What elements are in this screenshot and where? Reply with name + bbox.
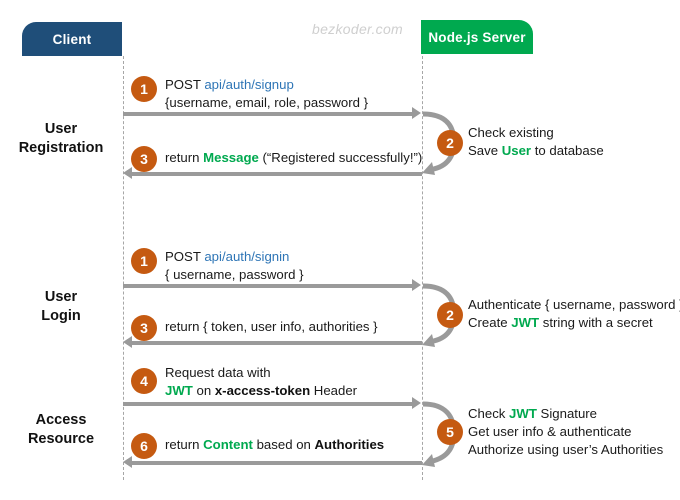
signup-method: POST [165, 77, 205, 92]
message-keyword: Message [203, 150, 259, 165]
message-signup-server-actions: Check existing Save User to database [468, 124, 604, 160]
step-badge-1-signup: 1 [131, 76, 157, 102]
arrowhead-resource-response [123, 456, 132, 468]
arrow-signin-request [123, 284, 413, 288]
arrow-signup-response [132, 172, 422, 176]
lifeline-server [422, 56, 423, 480]
section-label-user-registration: User Registration [18, 121, 104, 156]
step-badge-6-resource-response: 6 [131, 433, 157, 459]
check-existing-text: Check existing [468, 125, 554, 140]
message-signin-server-actions: Authenticate { username, password } Crea… [468, 296, 680, 332]
message-resource-request: Request data with JWT on x-access-token … [165, 364, 357, 400]
step-badge-3-signin-response: 3 [131, 315, 157, 341]
lifeline-client [123, 56, 124, 480]
get-user-info-text: Get user info & authenticate [468, 424, 632, 439]
step-badge-2-authenticate: 2 [437, 302, 463, 328]
actor-server-label: Node.js Server [428, 29, 526, 45]
message-signin-request: POST api/auth/signin { username, passwor… [165, 248, 304, 284]
actor-node-server: Node.js Server [421, 20, 533, 54]
save-user-text: Save User to database [468, 143, 604, 158]
signin-url: api/auth/signin [204, 249, 290, 264]
arrowhead-signup-request [412, 107, 421, 119]
create-jwt-text: Create JWT string with a secret [468, 315, 653, 330]
step-badge-3-signup-response: 3 [131, 146, 157, 172]
signup-payload: {username, email, role, password } [165, 95, 369, 110]
section-label-user-login: User Login [41, 289, 81, 324]
authorities-keyword: Authorities [314, 437, 385, 452]
arrowhead-signin-response [123, 336, 132, 348]
signup-url: api/auth/signup [204, 77, 294, 92]
arrow-resource-request [123, 402, 413, 406]
arrowhead-signup-response [123, 167, 132, 179]
arrow-signup-request [123, 112, 413, 116]
arrowhead-signin-request [412, 279, 421, 291]
signin-method: POST [165, 249, 205, 264]
message-resource-response: return Content based on Authorities [165, 437, 385, 452]
actor-client: Client [22, 22, 122, 56]
arrowhead-resource-request [412, 397, 421, 409]
message-signup-request: POST api/auth/signup {username, email, r… [165, 76, 368, 112]
authorize-text: Authorize using user’s Authorities [468, 442, 664, 457]
signin-payload: { username, password } [165, 267, 304, 282]
content-keyword: Content [203, 437, 253, 452]
check-jwt-signature-text: Check JWT Signature [468, 406, 598, 421]
step-badge-2-check-user: 2 [437, 130, 463, 156]
step-badge-5-check-jwt: 5 [437, 419, 463, 445]
message-signup-response: return Message (“Registered successfully… [165, 150, 423, 165]
authenticate-text: Authenticate { username, password } [468, 297, 680, 312]
request-data-text: Request data with [165, 365, 271, 380]
arrow-signin-response [132, 341, 422, 345]
step-badge-4-resource-request: 4 [131, 368, 157, 394]
arrow-resource-response [132, 461, 422, 465]
watermark: bezkoder.com [312, 21, 404, 37]
message-resource-server-actions: Check JWT Signature Get user info & auth… [468, 405, 663, 459]
message-signin-response: return { token, user info, authorities } [165, 319, 378, 334]
step-badge-1-signin: 1 [131, 248, 157, 274]
actor-client-label: Client [52, 31, 92, 47]
section-label-access-resource: Access Resource [27, 412, 95, 447]
jwt-header-text: JWT on x-access-token Header [165, 383, 358, 398]
